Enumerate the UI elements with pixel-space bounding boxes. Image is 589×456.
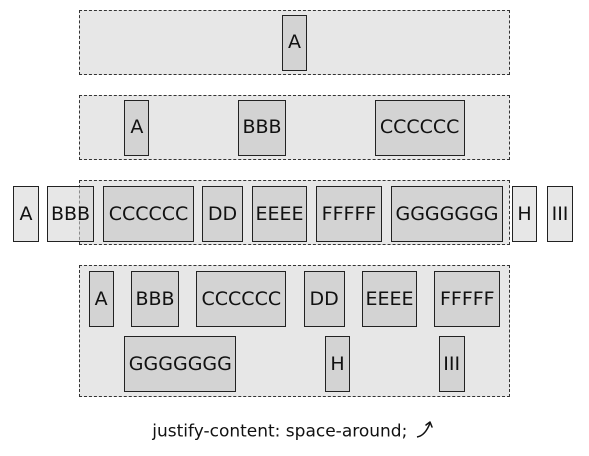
flex-item: CCCCCC	[374, 99, 465, 156]
wrap-line-2: GGGGGGG H III	[80, 336, 509, 392]
flex-item: A	[124, 99, 150, 156]
flex-item: BBB	[237, 99, 286, 156]
caption: justify-content: space-around;	[0, 419, 589, 444]
flex-item: GGGGGGG	[124, 336, 237, 392]
flex-item: BBB	[130, 271, 179, 327]
flex-container-three: A BBB CCCCCC	[79, 95, 510, 160]
flex-item: A	[282, 14, 307, 71]
curved-arrow-icon	[415, 419, 437, 444]
flex-item: EEEE	[361, 271, 417, 327]
flex-item: FFFFF	[434, 271, 501, 327]
flex-item: A	[88, 271, 114, 327]
flex-item-overflow: III	[547, 186, 573, 242]
flex-container-wrap: A BBB CCCCCC DD EEEE FFFFF GGGGGGG H III	[79, 265, 510, 397]
flex-item-overflow: H	[512, 186, 537, 242]
flex-item-overflow: A	[13, 186, 39, 242]
flex-container-single: A	[79, 10, 510, 75]
flex-item: CCCCCC	[196, 271, 287, 327]
flex-item: H	[324, 336, 350, 392]
flex-item: DD	[303, 271, 345, 327]
caption-text: justify-content: space-around;	[152, 421, 408, 442]
flex-item: III	[438, 336, 465, 392]
flex-container-overflow	[79, 180, 510, 245]
wrap-line-1: A BBB CCCCCC DD EEEE FFFFF	[80, 271, 509, 327]
